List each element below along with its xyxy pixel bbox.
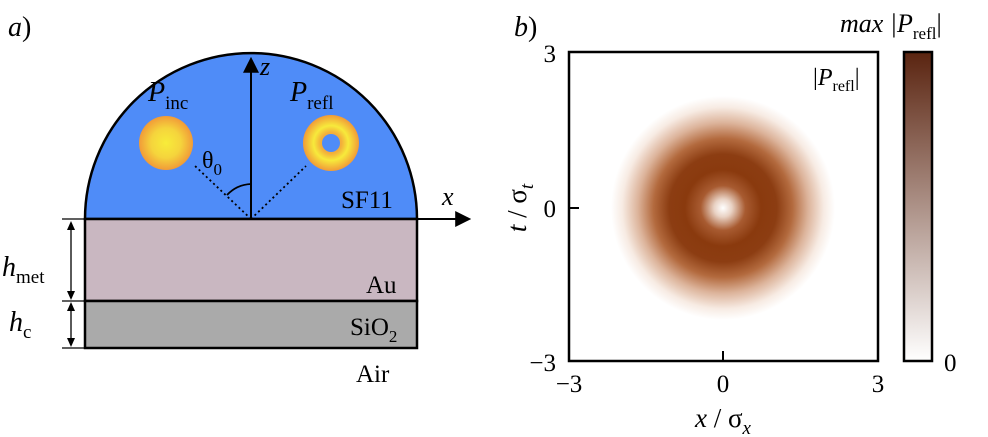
x-tick-label-min: −3 [556,371,583,398]
colorbar [902,50,934,363]
panel-b-label: b) [514,12,537,43]
colorbar-min-label: 0 [944,350,957,377]
x-tick-label-max: 3 [872,371,885,398]
colorbar-max-label: max |Prefl| [840,9,942,43]
theta-arc [226,183,252,196]
y-axis-title: t / σt [502,183,538,232]
h-met-label: hmet [2,252,45,288]
inset-label: |Prefl| [813,65,860,95]
heatmap-donut [611,96,835,320]
y-tick-label-max: 3 [544,41,557,68]
p-inc-label: Pinc [147,77,188,114]
h-c-label: hc [9,307,31,343]
y-tick-label-mid: 0 [544,196,557,223]
incident-ray [193,164,252,220]
x-tick-label-mid: 0 [717,371,730,398]
z-axis-label: z [259,52,270,81]
x-axis-label: x [441,182,454,211]
donut-hole [322,134,340,152]
x-axis-title: x / σx [694,403,752,437]
oxide-layer [83,299,419,350]
gold-layer [83,217,419,303]
p-refl-label: Prefl [289,77,333,114]
theta-label: θ0 [202,148,222,179]
y-tick-label-min: −3 [529,350,556,377]
panel-a: a) z x θ0 Pinc Prefl SF11 Au SiO2 Air [2,12,472,388]
panel-b: b) |Prefl| −3 0 3 3 0 −3 x / σx t / σt m… [502,9,957,437]
metal-label: Au [366,272,397,299]
prism-label: SF11 [341,187,393,214]
air-label: Air [356,361,390,388]
panel-a-label: a) [8,12,31,43]
incident-beam-spot [139,116,193,170]
oxide-label: SiO2 [350,314,397,346]
